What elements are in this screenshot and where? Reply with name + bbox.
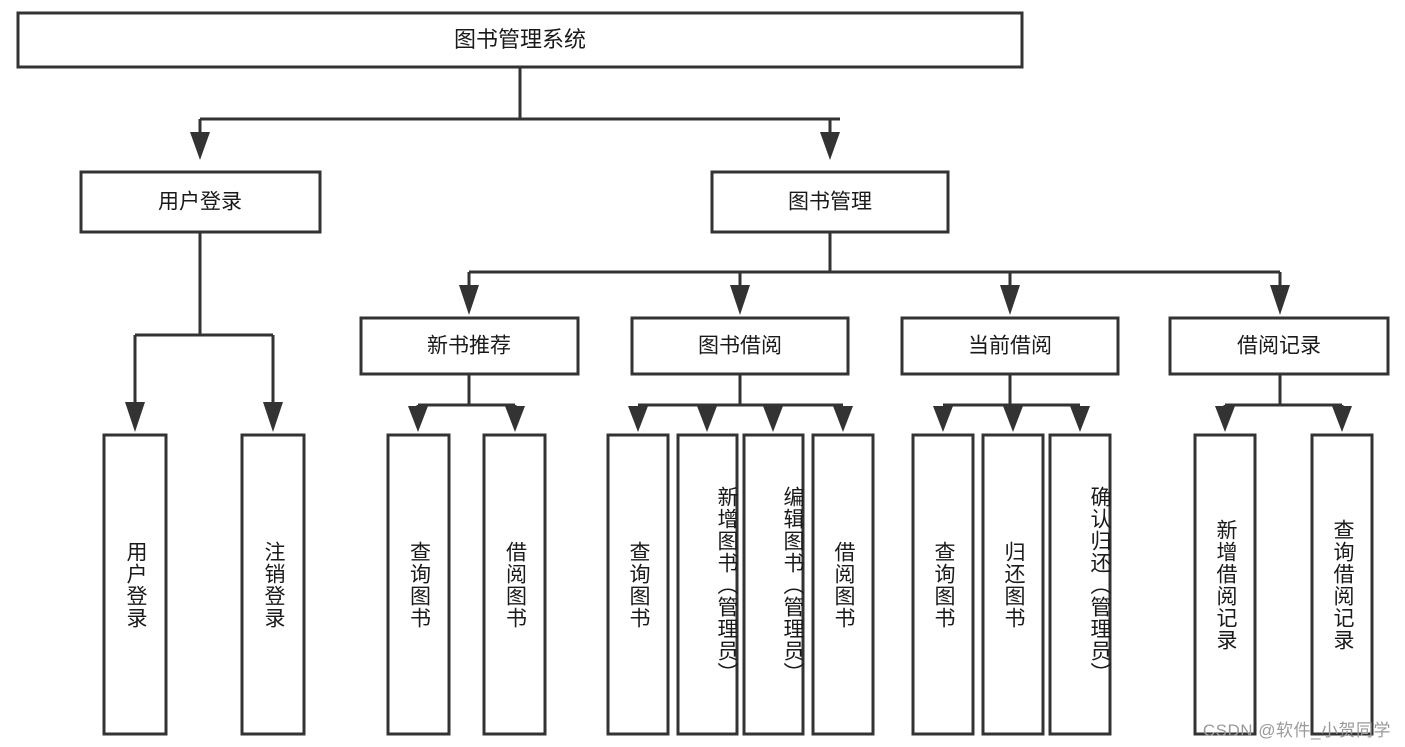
node-book-management[interactable]: 图书管理	[710, 170, 950, 234]
connector-userlogin-to-leaves	[125, 232, 283, 432]
node-book-borrow-rect[interactable]	[630, 316, 850, 376]
node-book-borrow[interactable]: 图书借阅	[630, 316, 850, 376]
leaf-rect-cb-confirm-return[interactable]	[1048, 433, 1112, 736]
connector-currentborrow-to-leaves	[933, 374, 1090, 432]
leaf-node-rects	[102, 433, 1374, 736]
arrow-head-to-current-borrow	[1000, 285, 1020, 315]
node-book-borrow-label: 图书借阅	[698, 335, 782, 358]
connector-bookborrow-to-leaves	[628, 374, 853, 432]
node-root-system[interactable]: 图书管理系统	[16, 11, 1024, 69]
node-borrow-record-label: 借阅记录	[1237, 335, 1321, 358]
arrow-head-leaf-logout	[263, 402, 283, 432]
node-user-login[interactable]: 用户登录	[79, 170, 322, 234]
leaf-rect-br-add-record[interactable]	[1193, 433, 1257, 736]
leaf-rect-user-login[interactable]	[102, 433, 168, 736]
connector-root-to-level2	[190, 67, 840, 160]
leaf-rect-cb-query-book[interactable]	[911, 433, 975, 736]
leaf-rect-bb-borrow-book[interactable]	[811, 433, 875, 736]
arrow-head-cb-query-book	[933, 406, 953, 432]
node-book-management-rect[interactable]	[710, 170, 950, 234]
node-current-borrow-label: 当前借阅	[968, 335, 1052, 358]
arrow-head-bb-add-book	[697, 406, 717, 432]
arrow-head-to-user-login	[190, 132, 210, 160]
arrow-head-to-borrow-record	[1270, 285, 1290, 315]
connector-borrowrecord-to-leaves	[1215, 374, 1352, 432]
node-user-login-rect[interactable]	[79, 170, 322, 234]
arrow-head-bb-borrow-book	[833, 406, 853, 432]
arrow-head-bb-edit-book	[763, 406, 783, 432]
arrow-head-nbr-borrow-book	[505, 406, 525, 432]
node-borrow-record[interactable]: 借阅记录	[1168, 316, 1390, 376]
arrow-head-to-book-borrow	[730, 285, 750, 315]
leaf-rect-br-query-record[interactable]	[1310, 433, 1374, 736]
leaf-rect-cb-return-book[interactable]	[981, 433, 1045, 736]
node-root-system-rect[interactable]	[16, 11, 1024, 69]
arrow-head-leaf-user-login	[125, 402, 145, 432]
node-new-book-recommend-label: 新书推荐	[427, 335, 511, 358]
leaf-rect-bb-query-book[interactable]	[606, 433, 670, 736]
csdn-watermark: CSDN @软件_小贺同学	[1202, 721, 1391, 740]
arrow-head-nbr-query-book	[408, 406, 428, 432]
node-new-book-recommend-rect[interactable]	[359, 316, 580, 376]
leaf-rect-bb-edit-book[interactable]	[742, 433, 805, 736]
arrow-head-to-book-manage	[820, 132, 840, 160]
arrow-head-cb-return-book	[1003, 406, 1023, 432]
node-current-borrow-rect[interactable]	[900, 316, 1120, 376]
arrow-head-br-add-record	[1215, 406, 1235, 432]
arrow-head-bb-query-book	[628, 406, 648, 432]
arrow-head-cb-confirm-return	[1070, 406, 1090, 432]
node-root-system-label: 图书管理系统	[454, 27, 586, 52]
node-book-management-label: 图书管理	[788, 191, 872, 214]
arrow-head-br-query-record	[1332, 406, 1352, 432]
node-current-borrow[interactable]: 当前借阅	[900, 316, 1120, 376]
leaf-rect-logout[interactable]	[240, 433, 306, 736]
node-user-login-label: 用户登录	[158, 191, 242, 214]
leaf-rect-nbr-borrow-book[interactable]	[482, 433, 547, 736]
arrow-head-to-new-book-rec	[459, 285, 479, 315]
connector-newbookrec-to-leaves	[408, 374, 525, 432]
connector-bookmanage-to-level3	[459, 232, 1290, 315]
node-borrow-record-rect[interactable]	[1168, 316, 1390, 376]
node-new-book-recommend[interactable]: 新书推荐	[359, 316, 580, 376]
leaf-rect-nbr-query-book[interactable]	[386, 433, 451, 736]
leaf-rect-bb-add-book[interactable]	[676, 433, 739, 736]
